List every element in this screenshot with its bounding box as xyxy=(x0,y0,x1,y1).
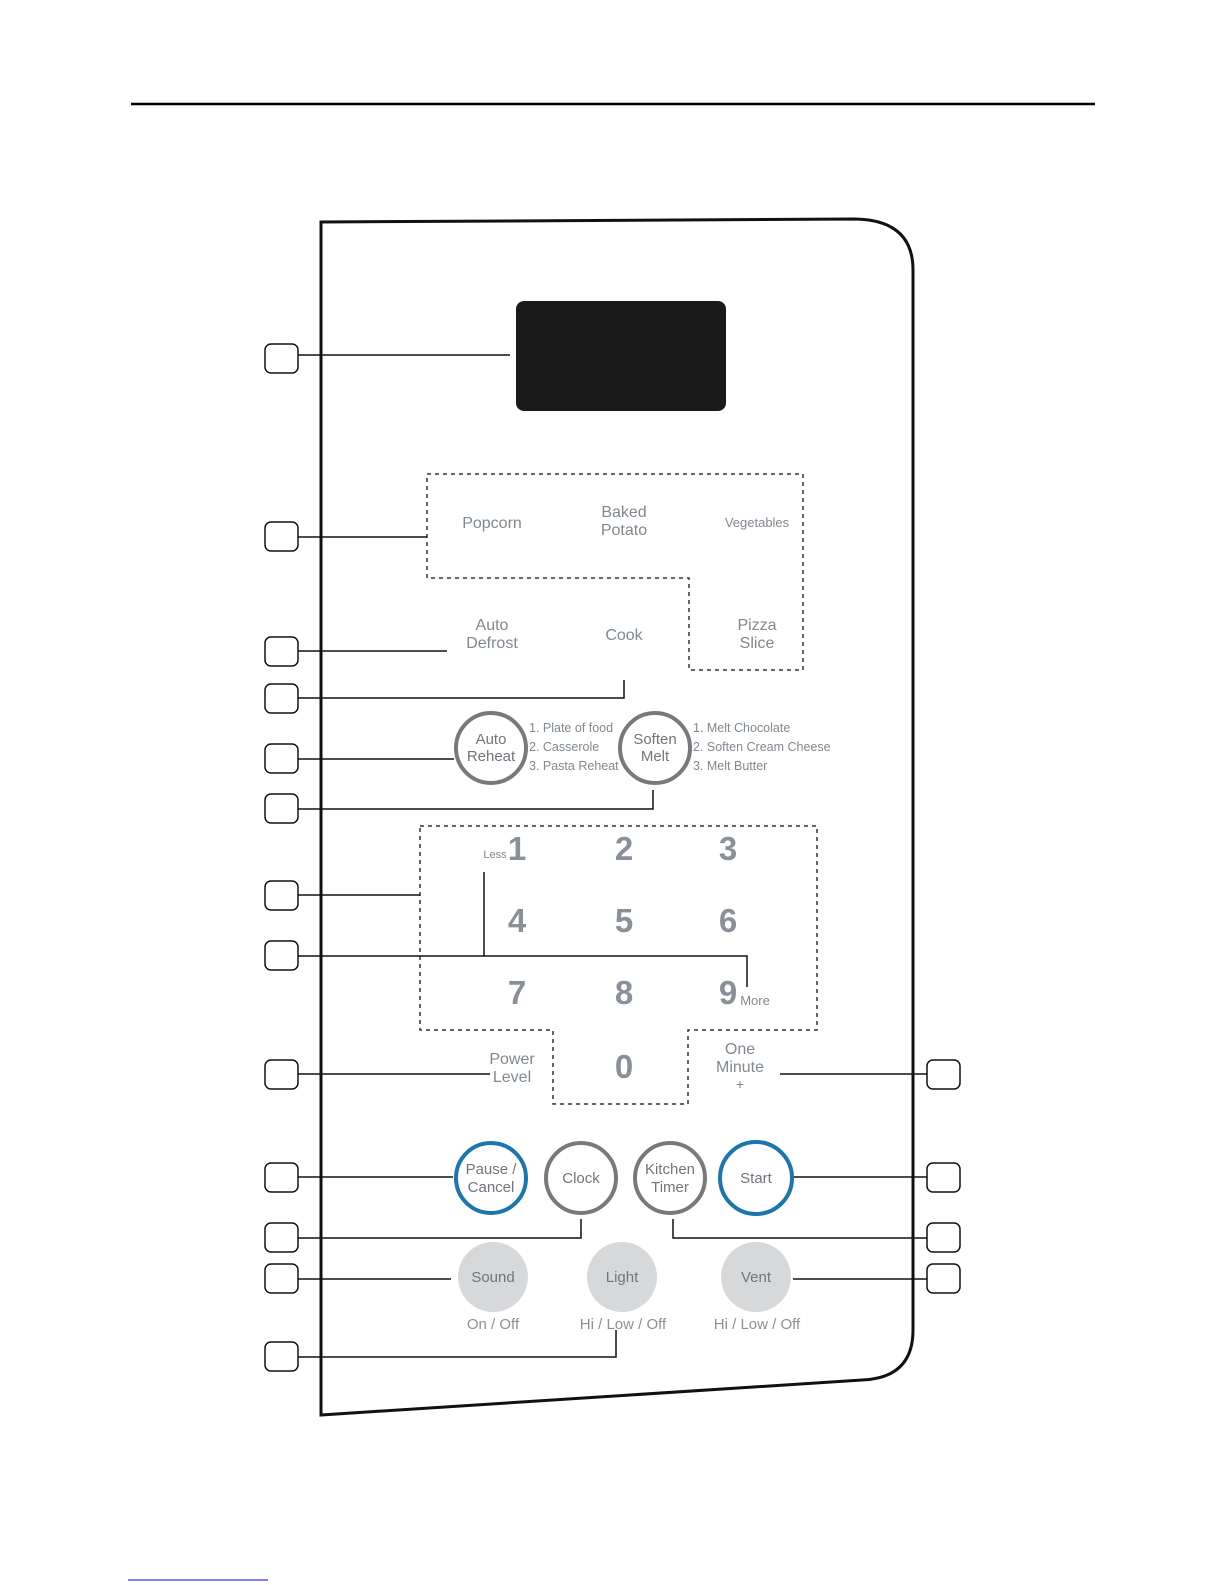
vent-sub-label: Hi / Low / Off xyxy=(714,1316,801,1333)
keypad-outline xyxy=(419,825,818,1105)
pizza-slice-label-1: Pizza xyxy=(737,617,776,634)
cook-label: Cook xyxy=(605,627,643,644)
auto-reheat-option: 1. Plate of food xyxy=(529,721,613,735)
callout-lines xyxy=(298,354,927,1358)
start-button[interactable]: Start xyxy=(718,1140,794,1216)
light-button[interactable]: Light xyxy=(587,1242,657,1312)
vegetables-label: Vegetables xyxy=(725,515,790,530)
light-label: Light xyxy=(606,1269,639,1286)
display-window xyxy=(516,301,726,411)
power-level-label-2: Level xyxy=(493,1069,531,1086)
auto-reheat-label-2: Reheat xyxy=(467,748,516,765)
auto-defrost-label-2: Defrost xyxy=(466,635,518,652)
auto-reheat-label-1: Auto xyxy=(476,731,507,748)
auto-reheat-button[interactable]: Auto Reheat xyxy=(454,711,528,785)
one-minute-label-3: + xyxy=(736,1076,744,1092)
kitchen-timer-button[interactable]: Kitchen Timer xyxy=(633,1141,707,1215)
more-label: More xyxy=(740,993,770,1008)
soften-melt-option: 1. Melt Chocolate xyxy=(693,721,790,735)
one-minute-label-2: Minute xyxy=(716,1059,764,1076)
key-1[interactable]: 1 xyxy=(508,830,526,867)
clock-label: Clock xyxy=(562,1170,600,1187)
soften-melt-label-2: Melt xyxy=(641,748,670,765)
sound-label: Sound xyxy=(471,1269,514,1286)
key-4[interactable]: 4 xyxy=(508,902,527,939)
key-8[interactable]: 8 xyxy=(615,974,633,1011)
clock-button[interactable]: Clock xyxy=(544,1141,618,1215)
key-0[interactable]: 0 xyxy=(615,1048,633,1085)
pause-cancel-label-2: Cancel xyxy=(468,1179,515,1196)
pause-cancel-label-1: Pause / xyxy=(466,1161,518,1178)
soften-melt-button[interactable]: Soften Melt xyxy=(618,711,692,785)
number-keypad: 1 2 3 4 5 6 7 8 9 0 xyxy=(508,830,737,1085)
kitchen-timer-label-1: Kitchen xyxy=(645,1161,695,1178)
baked-potato-label-2: Potato xyxy=(601,522,647,539)
sound-sub-label: On / Off xyxy=(467,1316,520,1333)
key-7[interactable]: 7 xyxy=(508,974,526,1011)
vent-label: Vent xyxy=(741,1269,772,1286)
pizza-slice-label-2: Slice xyxy=(740,635,775,652)
popcorn-label: Popcorn xyxy=(462,515,522,532)
auto-defrost-label-1: Auto xyxy=(476,617,509,634)
key-5[interactable]: 5 xyxy=(615,902,633,939)
power-level-label-1: Power xyxy=(489,1051,535,1068)
panel-outline xyxy=(319,217,915,1417)
less-label: Less xyxy=(483,849,507,861)
sound-button[interactable]: Sound xyxy=(458,1242,528,1312)
sensor-pad-outline xyxy=(426,473,804,671)
soften-melt-option: 2. Soften Cream Cheese xyxy=(693,740,831,754)
auto-reheat-option: 3. Pasta Reheat xyxy=(529,759,619,773)
baked-potato-label-1: Baked xyxy=(601,504,646,521)
vent-button[interactable]: Vent xyxy=(721,1242,791,1312)
soften-melt-option: 3. Melt Butter xyxy=(693,759,767,773)
light-sub-label: Hi / Low / Off xyxy=(580,1316,667,1333)
start-label: Start xyxy=(740,1170,773,1187)
key-2[interactable]: 2 xyxy=(615,830,633,867)
auto-reheat-option: 2. Casserole xyxy=(529,740,599,754)
key-9[interactable]: 9 xyxy=(719,974,737,1011)
key-3[interactable]: 3 xyxy=(719,830,737,867)
key-6[interactable]: 6 xyxy=(719,902,737,939)
kitchen-timer-label-2: Timer xyxy=(651,1179,689,1196)
one-minute-label-1: One xyxy=(725,1041,755,1058)
soften-melt-label-1: Soften xyxy=(633,731,676,748)
callout-boxes xyxy=(264,343,961,1372)
pause-cancel-button[interactable]: Pause / Cancel xyxy=(454,1141,528,1215)
